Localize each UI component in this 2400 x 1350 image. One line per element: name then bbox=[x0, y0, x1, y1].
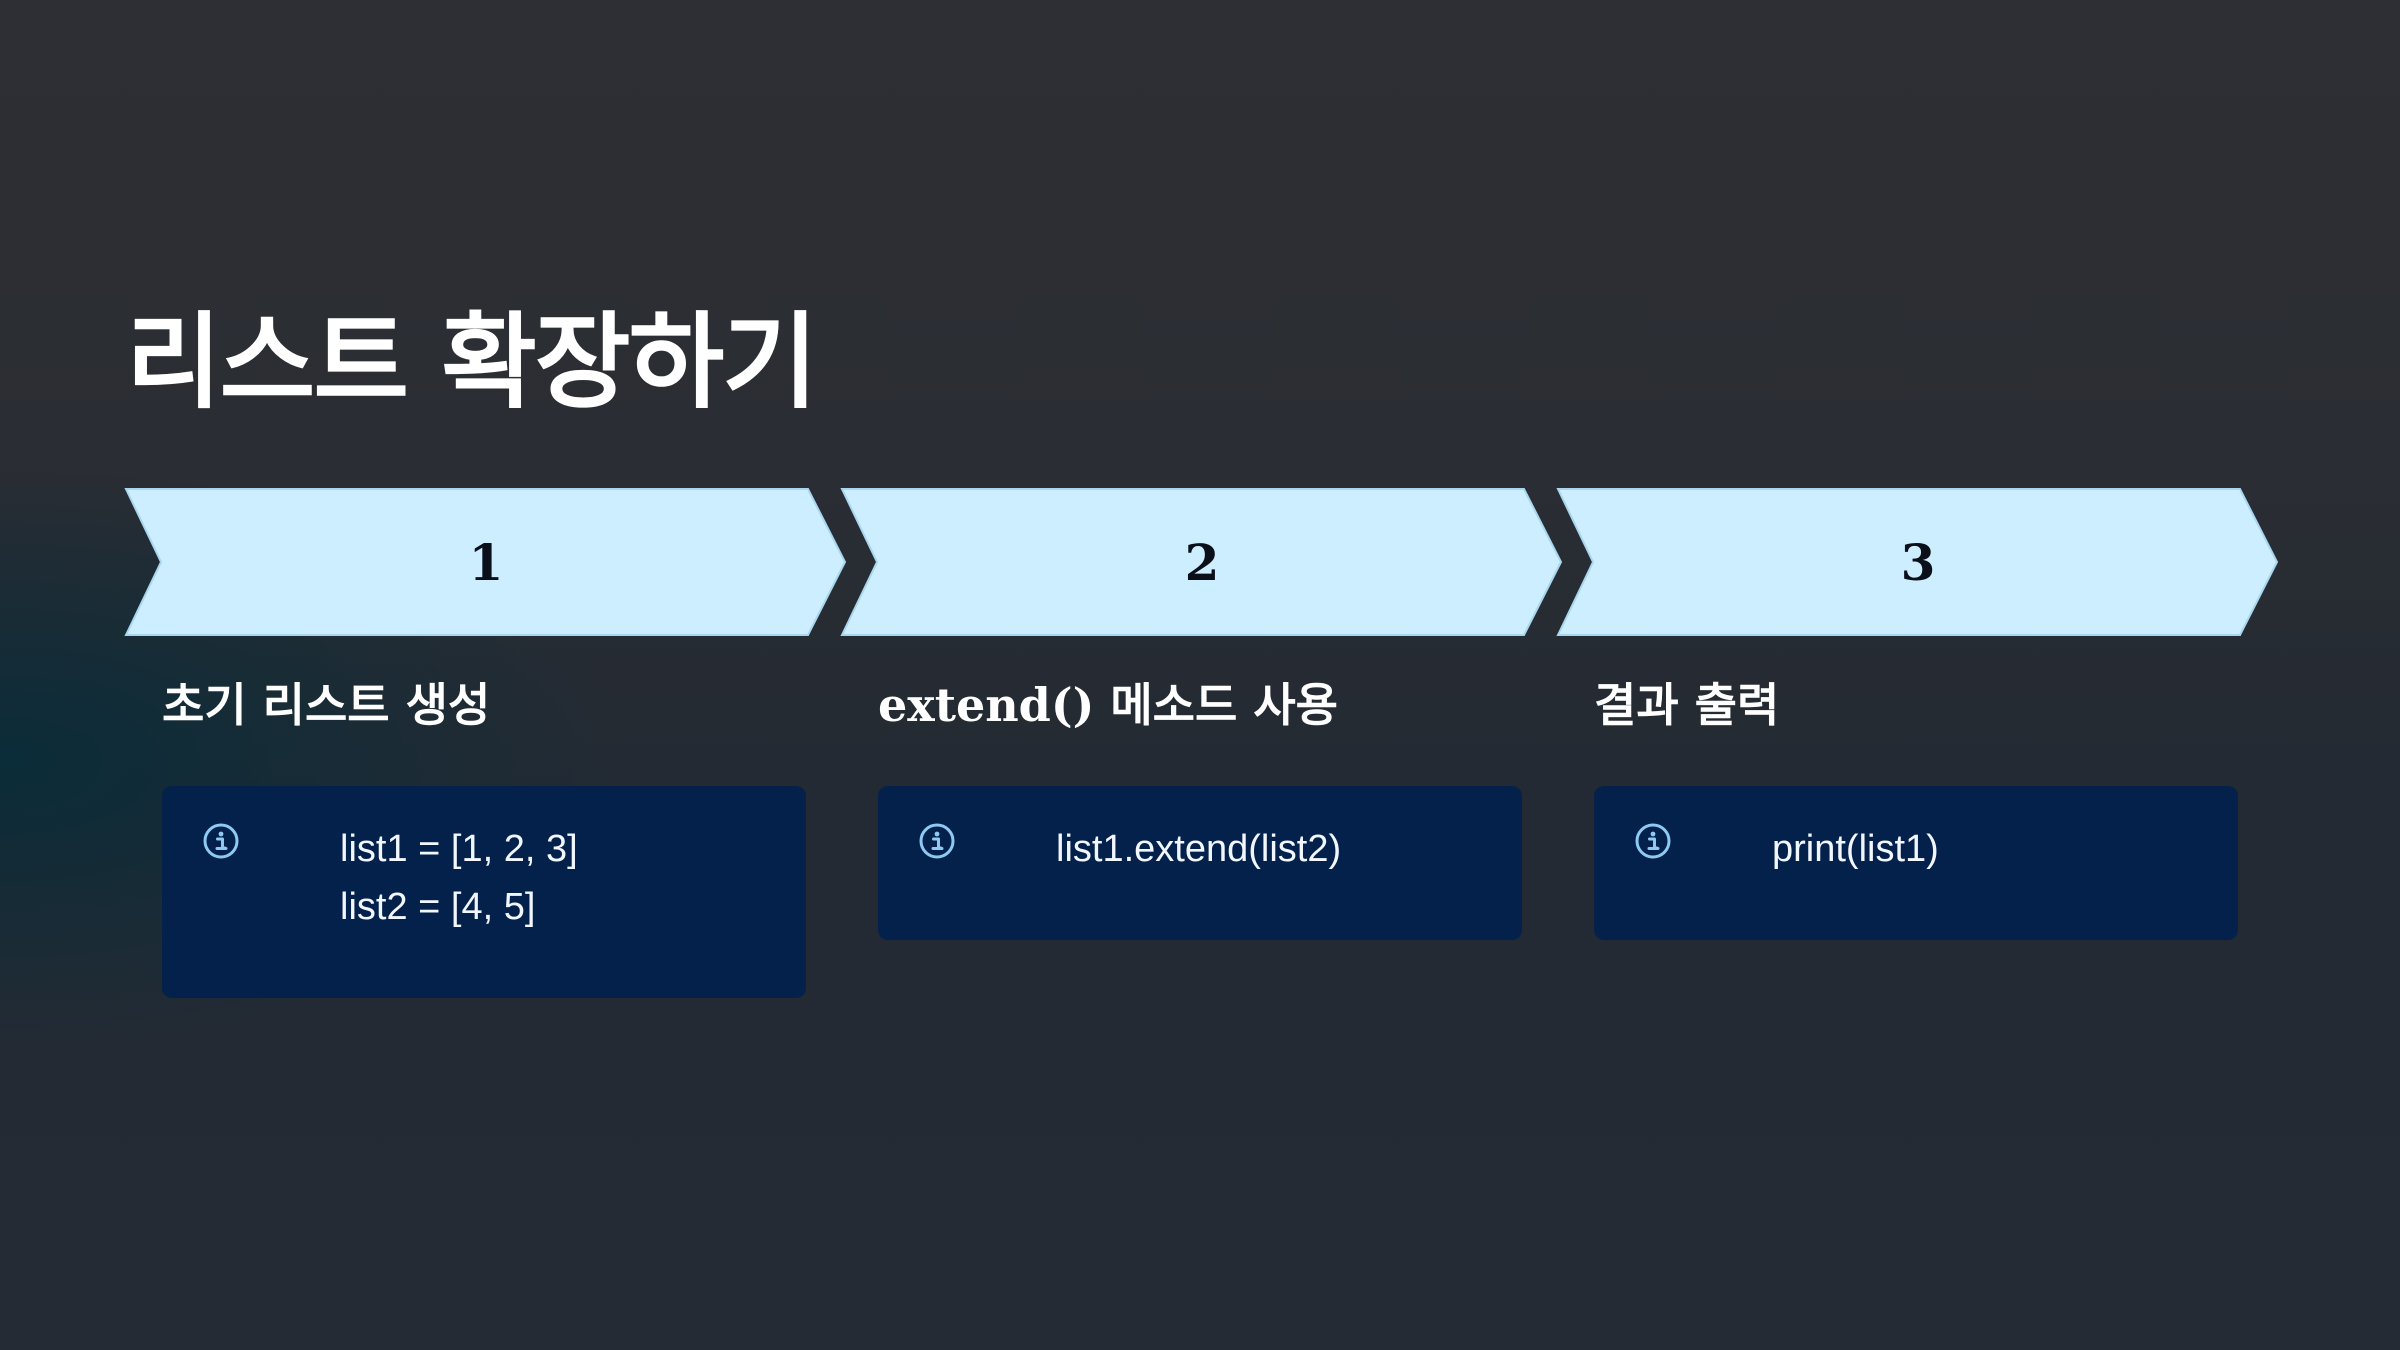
step-3-title: 결과 출력 bbox=[1594, 678, 1780, 732]
page-title: 리스트 확장하기 bbox=[126, 301, 818, 423]
step-2-title: extend() 메소드 사용 bbox=[878, 678, 1338, 732]
chevron-shape bbox=[124, 488, 847, 636]
code-line: print(list1) bbox=[1772, 828, 1939, 870]
step-1-chevron: 1 bbox=[124, 488, 847, 636]
info-icon bbox=[1635, 823, 1671, 859]
step-1-card: list1 = [1, 2, 3] list2 = [4, 5] bbox=[162, 786, 806, 998]
step-1-number: 1 bbox=[468, 532, 504, 592]
code-line: list2 = [4, 5] bbox=[340, 886, 536, 928]
step-1-title: 초기 리스트 생성 bbox=[162, 678, 491, 732]
step-3-card: print(list1) bbox=[1594, 786, 2238, 940]
step-2-card: list1.extend(list2) bbox=[878, 786, 1522, 940]
info-icon bbox=[203, 823, 239, 859]
step-2-number: 2 bbox=[1184, 532, 1220, 592]
info-icon bbox=[919, 823, 955, 859]
step-2-chevron: 2 bbox=[840, 488, 1563, 636]
code-line: list1.extend(list2) bbox=[1056, 828, 1342, 870]
code-line: list1 = [1, 2, 3] bbox=[340, 828, 578, 870]
step-3-number: 3 bbox=[1900, 532, 1936, 592]
chevron-shape bbox=[840, 488, 1563, 636]
chevron-shape bbox=[1556, 488, 2279, 636]
step-3-chevron: 3 bbox=[1556, 488, 2279, 636]
